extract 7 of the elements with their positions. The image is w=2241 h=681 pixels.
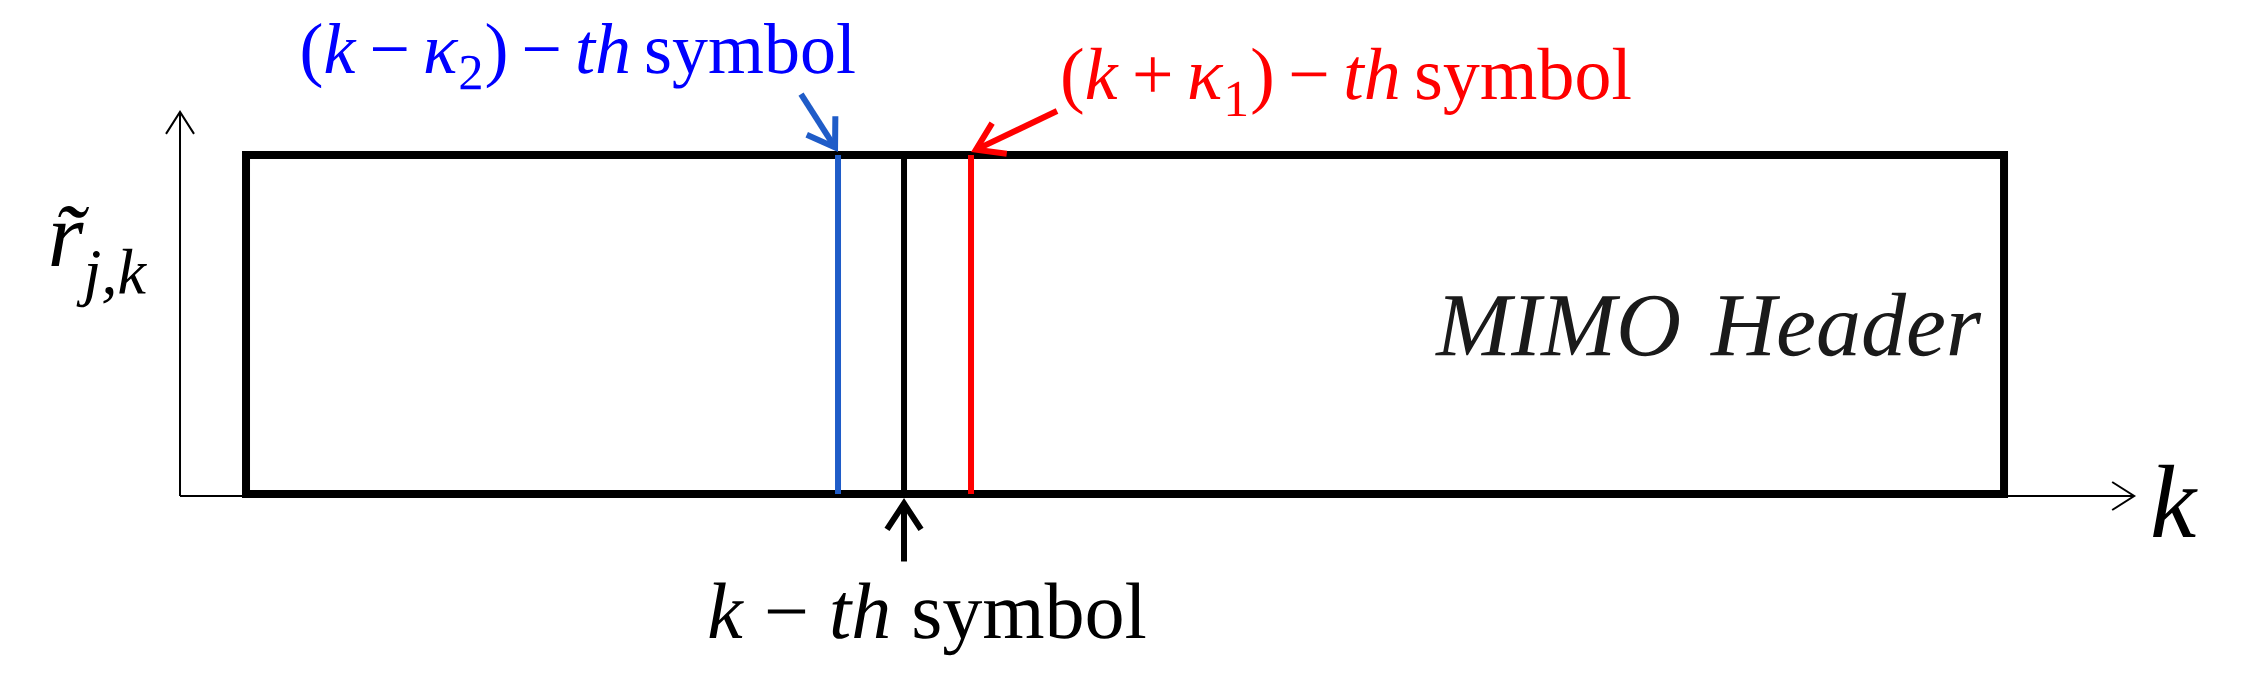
symbol-label: k − th symbol [709, 582, 1146, 656]
leader-arrow [971, 108, 1059, 157]
header-box: MIMO Header [242, 151, 2008, 498]
axis-label: r̃$_{j,k}$ [51, 206, 147, 308]
axis-label: k [2153, 464, 2198, 537]
symbol-label: (k − κ$_{2}$) − th symbol [302, 23, 855, 90]
symbol-label: (k + κ$_{1}$) − th symbol [1063, 47, 1631, 117]
